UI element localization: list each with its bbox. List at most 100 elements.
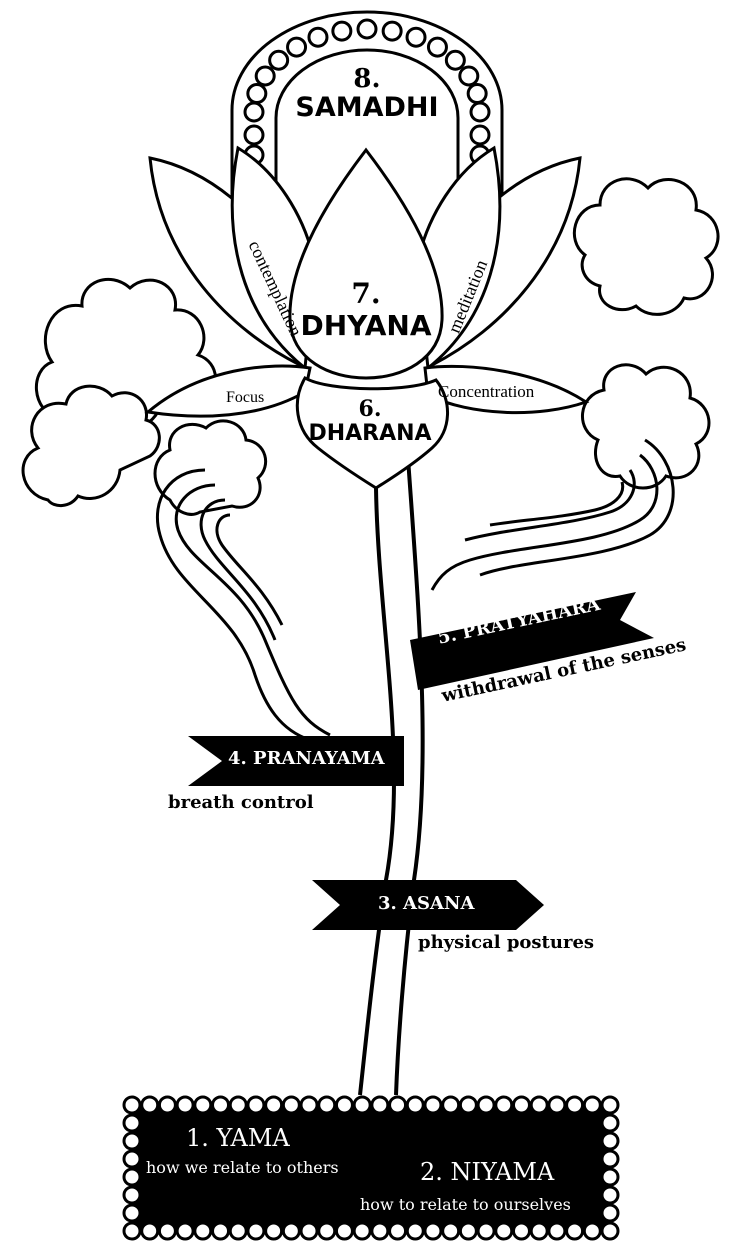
bead xyxy=(124,1151,140,1167)
pranayama-subtitle: breath control xyxy=(168,792,314,813)
petal-label-concentration: Concentration xyxy=(438,382,534,402)
dhyana-name: DHYANA xyxy=(290,308,442,344)
bead xyxy=(245,103,263,121)
bead xyxy=(407,1223,423,1239)
bead xyxy=(124,1097,140,1113)
dharana-number: 6. xyxy=(300,398,440,420)
bead xyxy=(602,1097,618,1113)
yama-title: 1. YAMA xyxy=(186,1124,290,1152)
bead xyxy=(407,28,425,46)
bead xyxy=(336,1223,352,1239)
bead xyxy=(471,103,489,121)
bead xyxy=(496,1097,512,1113)
bead xyxy=(531,1223,547,1239)
niyama-title: 2. NIYAMA xyxy=(420,1158,554,1186)
dhyana-number: 7. xyxy=(290,280,442,308)
bead xyxy=(283,1097,299,1113)
bead xyxy=(124,1187,140,1203)
bead xyxy=(230,1223,246,1239)
bead xyxy=(309,28,327,46)
bead xyxy=(372,1223,388,1239)
dharana-label: 6. DHARANA xyxy=(300,398,440,448)
bead xyxy=(443,1223,459,1239)
bead xyxy=(513,1223,529,1239)
bead xyxy=(425,1097,441,1113)
bead xyxy=(142,1097,158,1113)
bead xyxy=(245,126,263,144)
yama-subtitle: how we relate to others xyxy=(146,1158,339,1177)
bead xyxy=(159,1097,175,1113)
bead xyxy=(496,1223,512,1239)
bead xyxy=(142,1223,158,1239)
bead xyxy=(549,1223,565,1239)
samadhi-name: SAMADHI xyxy=(276,92,458,124)
bead xyxy=(266,1223,282,1239)
bead xyxy=(213,1223,229,1239)
dharana-name: DHARANA xyxy=(300,420,440,448)
bead xyxy=(443,1097,459,1113)
asana-title: 3. ASANA xyxy=(378,893,474,914)
bead xyxy=(358,20,376,38)
bead xyxy=(425,1223,441,1239)
bead xyxy=(549,1097,565,1113)
petal-label-focus: Focus xyxy=(226,389,264,407)
bead xyxy=(195,1097,211,1113)
bead xyxy=(460,67,478,85)
bead xyxy=(248,85,266,103)
bead xyxy=(390,1223,406,1239)
bead xyxy=(124,1223,140,1239)
bead xyxy=(460,1223,476,1239)
dhyana-label: 7. DHYANA xyxy=(290,280,442,344)
bead xyxy=(602,1169,618,1185)
bead xyxy=(602,1187,618,1203)
bead xyxy=(567,1097,583,1113)
bead xyxy=(602,1115,618,1131)
bead xyxy=(468,85,486,103)
bead xyxy=(407,1097,423,1113)
bead xyxy=(383,22,401,40)
bead xyxy=(301,1097,317,1113)
bead xyxy=(195,1223,211,1239)
bead xyxy=(584,1223,600,1239)
bead xyxy=(478,1223,494,1239)
bead xyxy=(602,1223,618,1239)
bead xyxy=(283,1223,299,1239)
bead xyxy=(124,1115,140,1131)
bead xyxy=(354,1223,370,1239)
bead xyxy=(336,1097,352,1113)
bead xyxy=(354,1097,370,1113)
asana-subtitle: physical postures xyxy=(418,932,594,953)
bead xyxy=(513,1097,529,1113)
samadhi-label: 8. SAMADHI xyxy=(276,66,458,124)
bead xyxy=(159,1223,175,1239)
bead xyxy=(319,1223,335,1239)
bead xyxy=(213,1097,229,1113)
bead xyxy=(319,1097,335,1113)
samadhi-number: 8. xyxy=(276,66,458,92)
niyama-subtitle: how to relate to ourselves xyxy=(360,1195,571,1214)
bead xyxy=(266,1097,282,1113)
bead xyxy=(428,38,446,56)
pranayama-title: 4. PRANAYAMA xyxy=(228,748,385,769)
bead xyxy=(301,1223,317,1239)
bead xyxy=(248,1223,264,1239)
bead xyxy=(602,1151,618,1167)
bead xyxy=(471,126,489,144)
bead xyxy=(177,1097,193,1113)
bead xyxy=(124,1169,140,1185)
bead xyxy=(478,1097,494,1113)
bead xyxy=(567,1223,583,1239)
bead xyxy=(584,1097,600,1113)
bead xyxy=(124,1205,140,1221)
bead xyxy=(602,1133,618,1149)
bead xyxy=(230,1097,246,1113)
bead xyxy=(177,1223,193,1239)
bead xyxy=(248,1097,264,1113)
bead xyxy=(124,1133,140,1149)
bead xyxy=(460,1097,476,1113)
bead xyxy=(256,67,274,85)
bead xyxy=(390,1097,406,1113)
bead xyxy=(372,1097,388,1113)
